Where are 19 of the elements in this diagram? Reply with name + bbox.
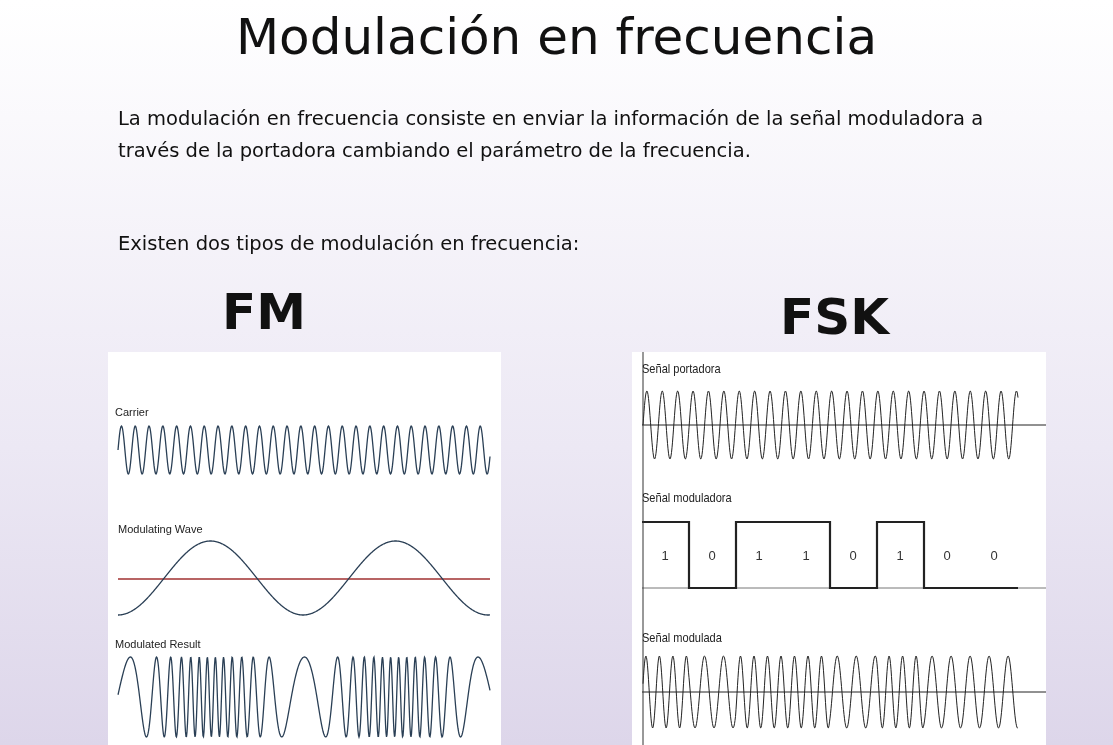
section-heading: FM	[222, 283, 306, 341]
bit-value: 0	[943, 548, 951, 563]
wave-label: Señal moduladora	[642, 490, 732, 505]
wave-label: Modulated Result	[115, 638, 201, 650]
bit-value: 1	[755, 548, 763, 563]
body-paragraph: La modulación en frecuencia consiste en enviar la información de la señal moduladora a través de la portadora cambiando el parámetro de la frecuencia.	[118, 106, 985, 164]
bit-value: 0	[708, 548, 716, 563]
bit-value: 1	[896, 548, 904, 563]
section-heading: FSK	[780, 288, 889, 346]
bit-value: 0	[990, 548, 998, 563]
wave-label: Carrier	[115, 406, 149, 418]
bit-value: 1	[661, 548, 669, 563]
bit-value: 0	[849, 548, 857, 563]
bit-value: 1	[802, 548, 810, 563]
wave-label: Señal portadora	[642, 361, 721, 376]
wave-label: Modulating Wave	[118, 523, 203, 535]
slide-title: Modulación en frecuencia	[234, 8, 879, 66]
wave-label: Señal modulada	[642, 630, 722, 645]
body-text: Existen dos tipos de modulación en frecuencia:	[118, 232, 580, 255]
